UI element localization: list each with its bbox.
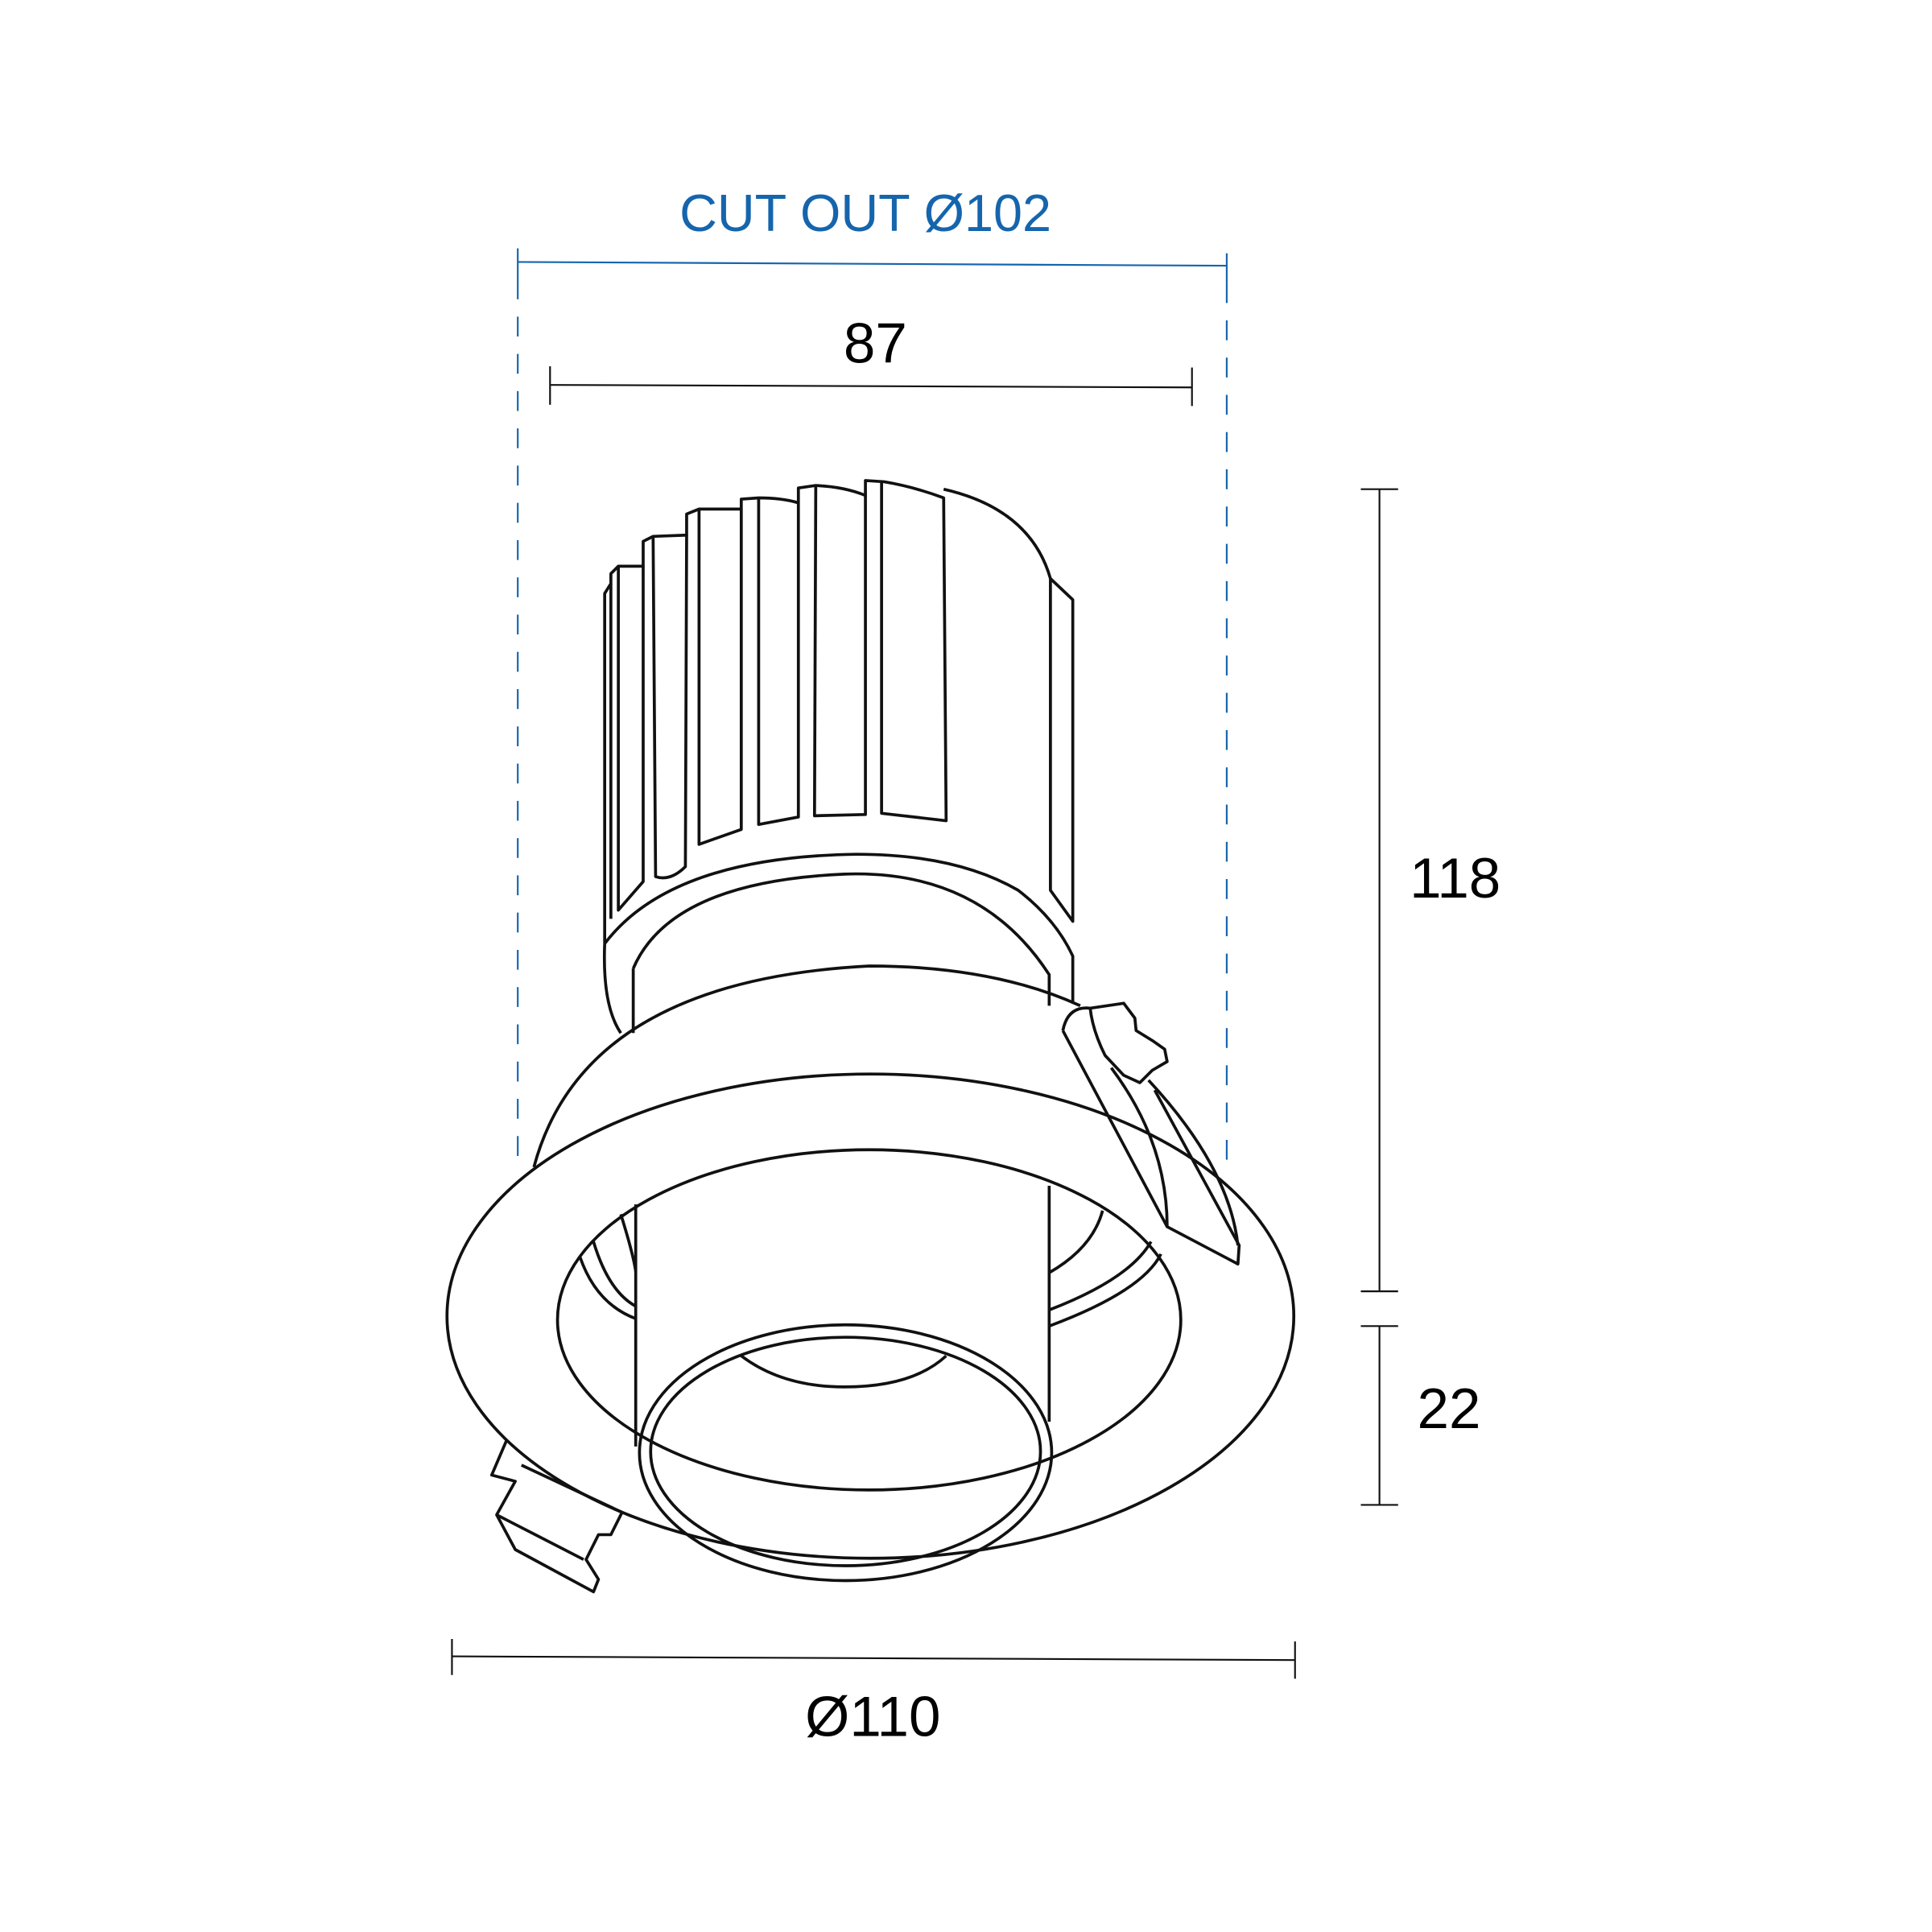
- height-dimension: 118 22: [1360, 488, 1501, 1506]
- width-label: 87: [844, 312, 907, 375]
- diameter-label: Ø110: [805, 1685, 940, 1748]
- diameter-dimension: Ø110: [451, 1638, 1296, 1748]
- height-trim-label: 22: [1418, 1377, 1481, 1441]
- height-body-label: 118: [1410, 847, 1501, 910]
- cutout-label: CUT OUT Ø102: [679, 184, 1051, 242]
- downlight-illustration: [445, 479, 1296, 1594]
- width-dimension: 87: [549, 312, 1193, 407]
- cutout-dimension: CUT OUT Ø102: [517, 184, 1228, 1167]
